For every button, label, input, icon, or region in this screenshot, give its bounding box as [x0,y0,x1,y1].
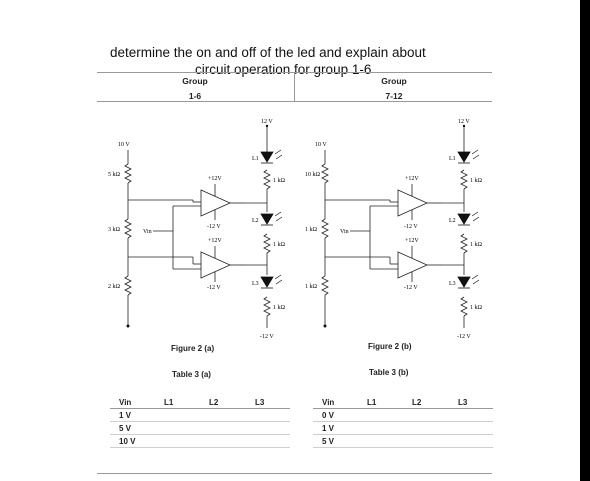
cell-l3[interactable] [449,408,493,422]
op1-neg-b: -12 V [404,224,418,230]
circuit-diagram-b: 10 V 12 V -12 V 10 kΩ 1 kΩ 1 kΩ Vin +12V… [305,119,483,340]
vin-label-b: Vin [340,229,349,235]
cell-l3[interactable] [246,408,290,422]
op1-neg-a: -12 V [207,224,221,230]
cell-l1[interactable] [155,421,200,435]
header-l3: L3 [449,396,493,409]
header-l1: L1 [155,396,200,409]
cell-l1[interactable] [358,421,403,435]
group-right-label: Group [381,76,407,86]
op2-neg-b: -12 V [404,285,418,291]
supply-label-b: 10 V [315,142,327,148]
cell-l1[interactable] [155,408,200,422]
op2-pos-a: +12V [208,238,222,244]
rl1-label-a: 1 kΩ [273,178,286,184]
header-l3: L3 [246,396,290,409]
results-table-b: Vin L1 L2 L3 0 V 1 V 5 V [313,396,493,448]
cell-l3[interactable] [246,421,290,435]
group-left-heading: Group 1-6 [175,76,215,102]
cell-l2[interactable] [403,421,449,435]
cell-l2[interactable] [200,421,246,435]
op2-pos-b: +12V [405,238,419,244]
question-text: determine the on and off of the led and … [110,44,490,78]
cell-vin: 5 V [110,421,155,435]
vcc-label-a: 12 V [261,119,273,125]
l2-label-b: L2 [449,218,456,224]
cell-l3[interactable] [449,421,493,435]
header-l2: L2 [403,396,449,409]
header-vin: Vin [110,396,155,409]
cell-l1[interactable] [358,408,403,422]
cell-l2[interactable] [403,408,449,422]
header-divider [294,72,295,102]
table-a-caption: Table 3 (a) [172,370,211,379]
r1-label-a: 5 kΩ [108,172,121,178]
group-left-range: 1-6 [188,91,202,101]
supply-label-a: 10 V [118,142,130,148]
cell-l3[interactable] [246,434,290,448]
header-l2: L2 [200,396,246,409]
cell-vin: 10 V [110,434,155,448]
vee-label-b: -12 V [457,334,471,340]
circuit-diagram-a: 10 V 12 V -12 V 5 kΩ 3 kΩ 2 kΩ Vin +12V … [108,119,286,340]
figure-a-caption: Figure 2 (a) [171,344,215,353]
rl2-label-a: 1 kΩ [273,242,286,248]
l1-label-b: L1 [449,156,456,162]
rl3-label-b: 1 kΩ [470,305,483,311]
footer-rule [97,473,492,474]
table-row: 0 V [313,408,493,422]
table-row: 1 V [110,408,290,422]
cell-vin: 1 V [110,408,155,422]
rl3-label-a: 1 kΩ [273,305,286,311]
vee-label-a: -12 V [260,334,274,340]
cell-l1[interactable] [155,434,200,448]
vcc-label-b: 12 V [458,119,470,125]
header-l1: L1 [358,396,403,409]
cell-l3[interactable] [449,434,493,448]
table-header-row: Vin L1 L2 L3 [110,396,290,409]
op1-pos-a: +12V [208,176,222,182]
l1-label-a: L1 [252,156,259,162]
r1-label-b: 10 kΩ [305,172,321,178]
vin-label-a: Vin [143,229,152,235]
header-vin: Vin [313,396,358,409]
cell-l1[interactable] [358,434,403,448]
table-row: 5 V [313,434,493,448]
rl1-label-b: 1 kΩ [470,178,483,184]
r2-label-b: 1 kΩ [305,227,318,233]
question-line-2: circuit operation for group 1-6 [195,62,372,77]
r3-label-b: 1 kΩ [305,284,318,290]
l3-label-b: L3 [449,281,456,287]
table-row: 10 V [110,434,290,448]
cell-l2[interactable] [403,434,449,448]
r2-label-a: 3 kΩ [108,227,121,233]
table-header-row: Vin L1 L2 L3 [313,396,493,409]
l3-label-a: L3 [252,281,259,287]
cell-vin: 5 V [313,434,358,448]
cell-l2[interactable] [200,434,246,448]
cell-vin: 1 V [313,421,358,435]
group-right-range: 7-12 [385,91,403,101]
op2-neg-a: -12 V [207,285,221,291]
page-edge [580,0,590,481]
op1-pos-b: +12V [405,176,419,182]
group-right-heading: Group 7-12 [374,76,414,102]
figure-b-caption: Figure 2 (b) [368,342,412,351]
cell-vin: 0 V [313,408,358,422]
group-left-label: Group [182,76,208,86]
results-table-a: Vin L1 L2 L3 1 V 5 V 10 V [110,396,290,448]
question-line-1: determine the on and off of the led and … [110,45,426,60]
r3-label-a: 2 kΩ [108,284,121,290]
cell-l2[interactable] [200,408,246,422]
table-b-caption: Table 3 (b) [369,368,409,377]
rl2-label-b: 1 kΩ [470,242,483,248]
table-row: 5 V [110,421,290,435]
table-row: 1 V [313,421,493,435]
l2-label-a: L2 [252,218,259,224]
